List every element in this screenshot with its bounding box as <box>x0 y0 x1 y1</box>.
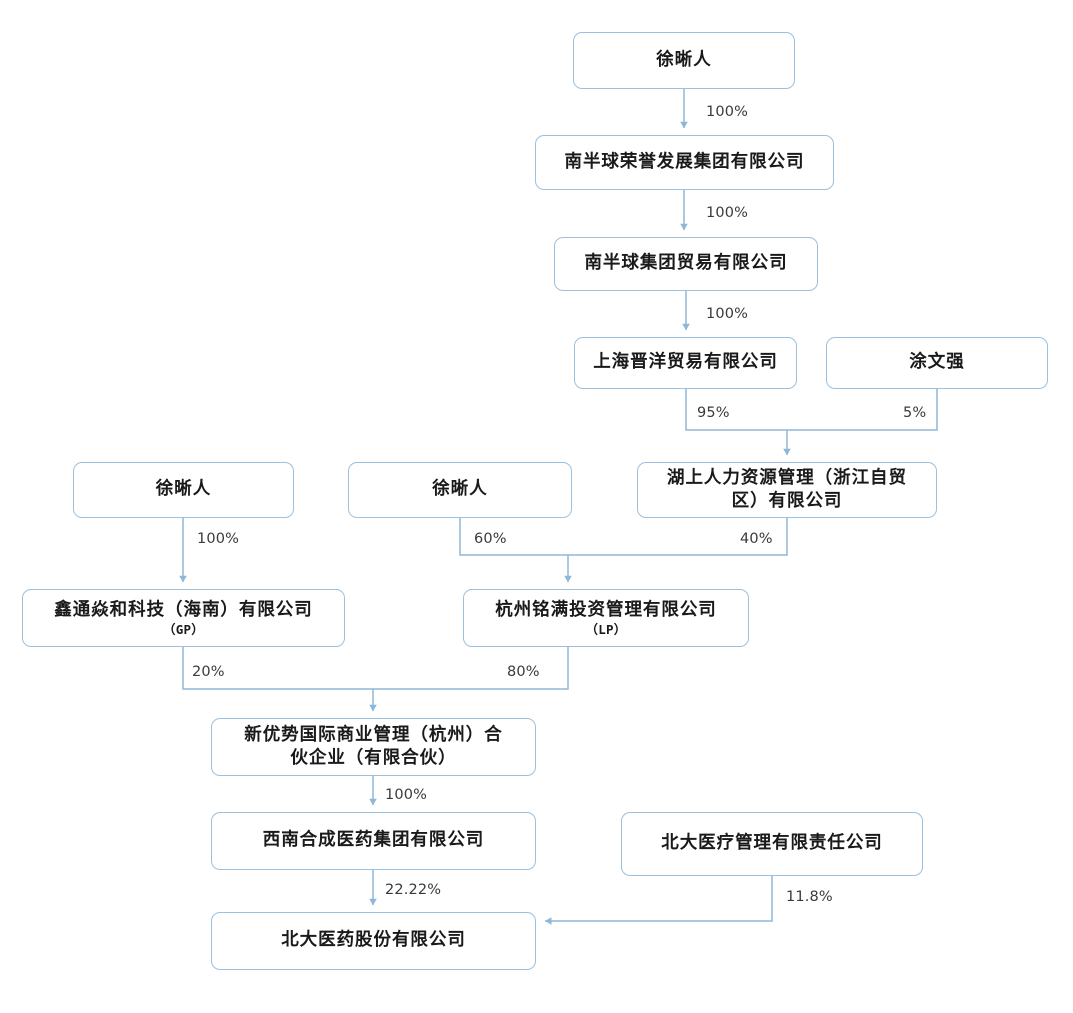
node-shanghai-jinyang[interactable]: 上海晋洋贸易有限公司 <box>574 337 797 389</box>
node-beida-yiyao[interactable]: 北大医药股份有限公司 <box>211 912 536 970</box>
node-label: 徐晰人 <box>432 479 488 500</box>
edge-percent-hangzhou-mingman-to-xinyoushi: 80% <box>507 664 540 680</box>
node-sublabel: （LP） <box>585 622 627 638</box>
node-xintong-yanhe[interactable]: 鑫通焱和科技（海南）有限公司 （GP） <box>22 589 345 647</box>
node-xu-left[interactable]: 徐晰人 <box>73 462 294 518</box>
node-nanbanqiu-maoyi[interactable]: 南半球集团贸易有限公司 <box>554 237 818 291</box>
edge-percent-xinan-hecheng-to-beida-yiyao: 22.22% <box>385 882 442 898</box>
node-hangzhou-mingman[interactable]: 杭州铭满投资管理有限公司 （LP） <box>463 589 749 647</box>
node-label: 徐晰人 <box>155 479 212 500</box>
node-nanbanqiu-rongyu[interactable]: 南半球荣誉发展集团有限公司 <box>535 135 834 190</box>
node-label: 上海晋洋贸易有限公司 <box>593 352 778 373</box>
node-label: 鑫通焱和科技（海南）有限公司 <box>54 599 313 620</box>
edge-percent-xu-left-to-xintong-yanhe: 100% <box>197 531 240 547</box>
edge-percent-xinyoushi-to-xinan-hecheng: 100% <box>385 787 428 803</box>
edge-percent-beida-yiliao-to-beida-yiyao: 11.8% <box>786 889 833 905</box>
node-xu-mid[interactable]: 徐晰人 <box>348 462 572 518</box>
node-label: 徐晰人 <box>656 49 712 70</box>
node-xinyoushi[interactable]: 新优势国际商业管理（杭州）合 伙企业（有限合伙） <box>211 718 536 776</box>
node-label: 南半球集团贸易有限公司 <box>584 253 788 274</box>
node-label: 北大医药股份有限公司 <box>281 930 466 951</box>
node-label: 涂文强 <box>909 352 965 373</box>
node-beida-yiliao[interactable]: 北大医疗管理有限责任公司 <box>621 812 923 876</box>
edge-percent-shanghai-jinyang-to-hushang-hr: 95% <box>697 405 730 421</box>
node-label: 湖上人力资源管理（浙江自贸 区）有限公司 <box>667 467 907 511</box>
node-label: 新优势国际商业管理（杭州）合 伙企业（有限合伙） <box>244 724 503 768</box>
edge-percent-nanbanqiu-rongyu-to-nanbanqiu-maoyi: 100% <box>706 205 749 221</box>
edge-percent-hushang-hr-to-hangzhou-mingman: 40% <box>740 531 773 547</box>
node-xinan-hecheng[interactable]: 西南合成医药集团有限公司 <box>211 812 536 870</box>
node-label: 西南合成医药集团有限公司 <box>262 830 485 851</box>
node-hushang-hr[interactable]: 湖上人力资源管理（浙江自贸 区）有限公司 <box>637 462 937 518</box>
edge-percent-nanbanqiu-maoyi-to-shanghai-jinyang: 100% <box>706 306 749 322</box>
node-sublabel: （GP） <box>162 622 205 638</box>
edge-percent-xintong-yanhe-to-xinyoushi: 20% <box>192 664 225 680</box>
edge-percent-xu-top-to-nanbanqiu-rongyu: 100% <box>706 104 749 120</box>
edge-percent-xu-mid-to-hangzhou-mingman: 60% <box>474 531 507 547</box>
node-label: 南半球荣誉发展集团有限公司 <box>564 151 805 172</box>
edge-beida-yiliao-to-beida-yiyao <box>544 876 773 925</box>
node-tu-wenqiang[interactable]: 涂文强 <box>826 337 1048 389</box>
node-xu-top[interactable]: 徐晰人 <box>573 32 795 89</box>
edge-percent-tu-wenqiang-to-hushang-hr: 5% <box>903 405 927 421</box>
node-label: 杭州铭满投资管理有限公司 <box>495 599 717 620</box>
node-label: 北大医疗管理有限责任公司 <box>661 833 883 854</box>
